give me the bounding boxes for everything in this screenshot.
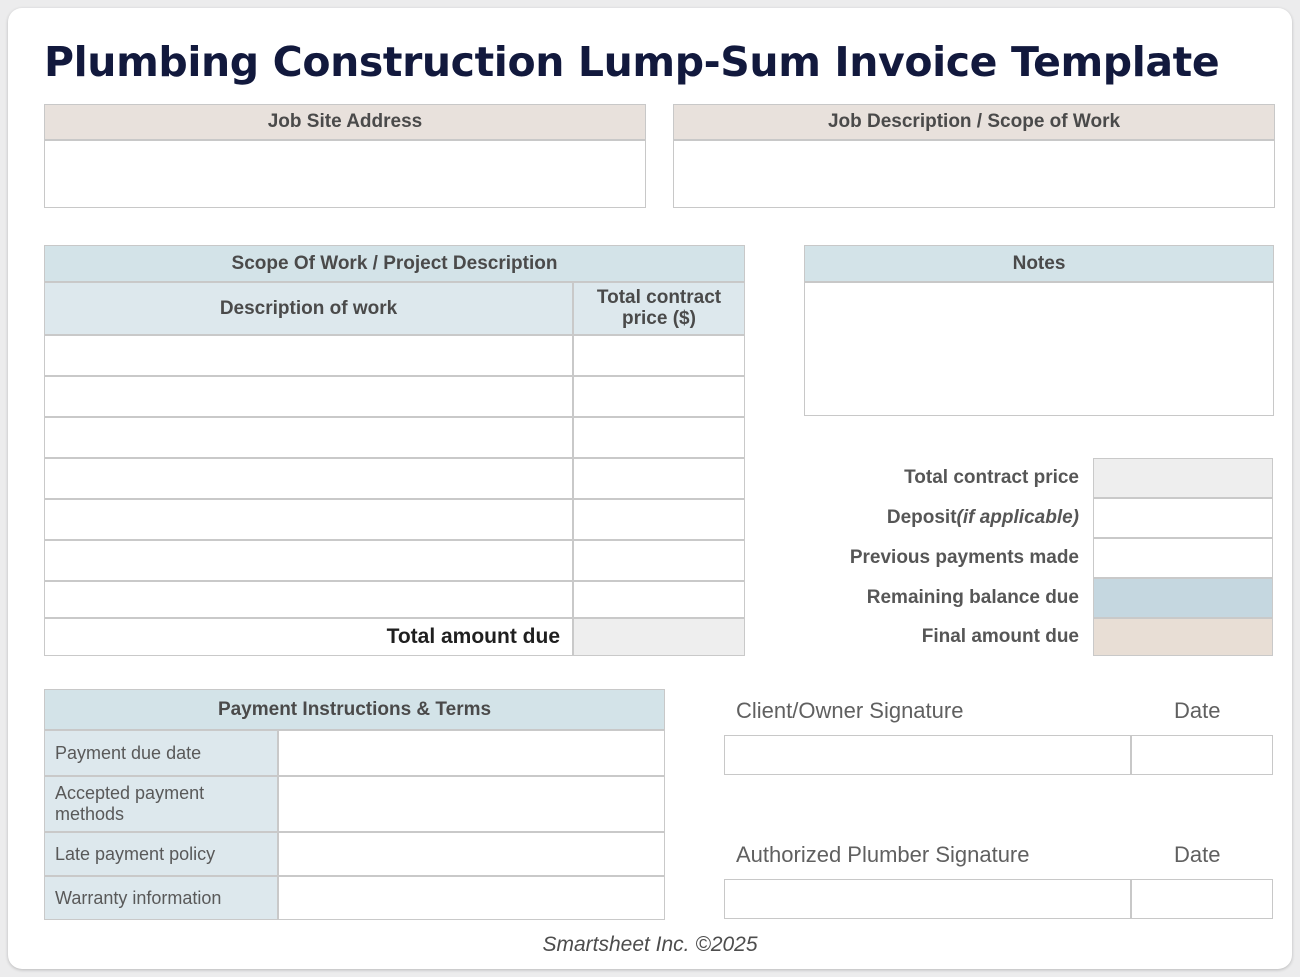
deposit-label: Deposit (if applicable) bbox=[808, 498, 1093, 538]
accepted-payment-methods-input[interactable] bbox=[278, 776, 665, 832]
job-site-address-input[interactable] bbox=[44, 140, 646, 208]
table-row[interactable] bbox=[44, 581, 573, 618]
remaining-balance-value bbox=[1093, 578, 1273, 618]
remaining-balance-text: Remaining balance due bbox=[866, 587, 1079, 608]
client-signature-label: Client/Owner Signature bbox=[736, 698, 964, 723]
footer-copyright: Smartsheet Inc. ©2025 bbox=[542, 933, 758, 956]
table-row-price[interactable] bbox=[573, 499, 745, 540]
job-site-address-header: Job Site Address bbox=[44, 104, 646, 140]
plumber-signature-field[interactable] bbox=[724, 879, 1131, 919]
table-row-price[interactable] bbox=[573, 335, 745, 376]
page-title: Plumbing Construction Lump-Sum Invoice T… bbox=[44, 38, 1220, 86]
deposit-text: Deposit bbox=[886, 507, 957, 528]
table-row-price[interactable] bbox=[573, 376, 745, 417]
payment-due-date-label: Payment due date bbox=[44, 730, 278, 776]
total-contract-price-value bbox=[1093, 458, 1273, 498]
table-row-price[interactable] bbox=[573, 417, 745, 458]
total-amount-due-value bbox=[573, 618, 745, 656]
table-row[interactable] bbox=[44, 540, 573, 581]
plumber-signature-date-label: Date bbox=[1174, 842, 1221, 867]
table-row-price[interactable] bbox=[573, 458, 745, 499]
client-signature-date-field[interactable] bbox=[1131, 735, 1273, 775]
notes-input[interactable] bbox=[804, 282, 1274, 416]
plumber-signature-label: Authorized Plumber Signature bbox=[736, 842, 1030, 867]
client-signature-date-label: Date bbox=[1174, 698, 1221, 723]
total-amount-due-label: Total amount due bbox=[44, 618, 573, 656]
client-signature-field[interactable] bbox=[724, 735, 1131, 775]
job-description-input[interactable] bbox=[673, 140, 1275, 208]
table-row[interactable] bbox=[44, 335, 573, 376]
table-row-price[interactable] bbox=[573, 540, 745, 581]
table-row-price[interactable] bbox=[573, 581, 745, 618]
late-payment-policy-label: Late payment policy bbox=[44, 832, 278, 876]
warranty-information-input[interactable] bbox=[278, 876, 665, 920]
previous-payments-value[interactable] bbox=[1093, 538, 1273, 578]
final-amount-due-value bbox=[1093, 618, 1273, 656]
remaining-balance-label: Remaining balance due bbox=[808, 578, 1093, 618]
table-row[interactable] bbox=[44, 376, 573, 417]
final-amount-due-label: Final amount due bbox=[808, 618, 1093, 656]
scope-table-title: Scope Of Work / Project Description bbox=[44, 245, 745, 282]
payment-due-date-input[interactable] bbox=[278, 730, 665, 776]
previous-payments-label: Previous payments made bbox=[808, 538, 1093, 578]
invoice-card: Plumbing Construction Lump-Sum Invoice T… bbox=[8, 8, 1292, 969]
notes-header: Notes bbox=[804, 245, 1274, 282]
deposit-value[interactable] bbox=[1093, 498, 1273, 538]
plumber-signature-date-field[interactable] bbox=[1131, 879, 1273, 919]
scope-col-description: Description of work bbox=[44, 282, 573, 335]
final-amount-due-text: Final amount due bbox=[921, 626, 1079, 647]
payment-terms-title: Payment Instructions & Terms bbox=[44, 689, 665, 730]
late-payment-policy-input[interactable] bbox=[278, 832, 665, 876]
warranty-information-label: Warranty information bbox=[44, 876, 278, 920]
previous-payments-text: Previous payments made bbox=[849, 547, 1079, 568]
job-description-header: Job Description / Scope of Work bbox=[673, 104, 1275, 140]
table-row[interactable] bbox=[44, 458, 573, 499]
accepted-payment-methods-label: Accepted payment methods bbox=[44, 776, 278, 832]
table-row[interactable] bbox=[44, 499, 573, 540]
total-contract-price-text: Total contract price bbox=[904, 467, 1079, 488]
scope-col-price: Total contract price ($) bbox=[573, 282, 745, 335]
total-contract-price-label: Total contract price bbox=[808, 458, 1093, 498]
deposit-note: (if applicable) bbox=[956, 507, 1079, 528]
table-row[interactable] bbox=[44, 417, 573, 458]
